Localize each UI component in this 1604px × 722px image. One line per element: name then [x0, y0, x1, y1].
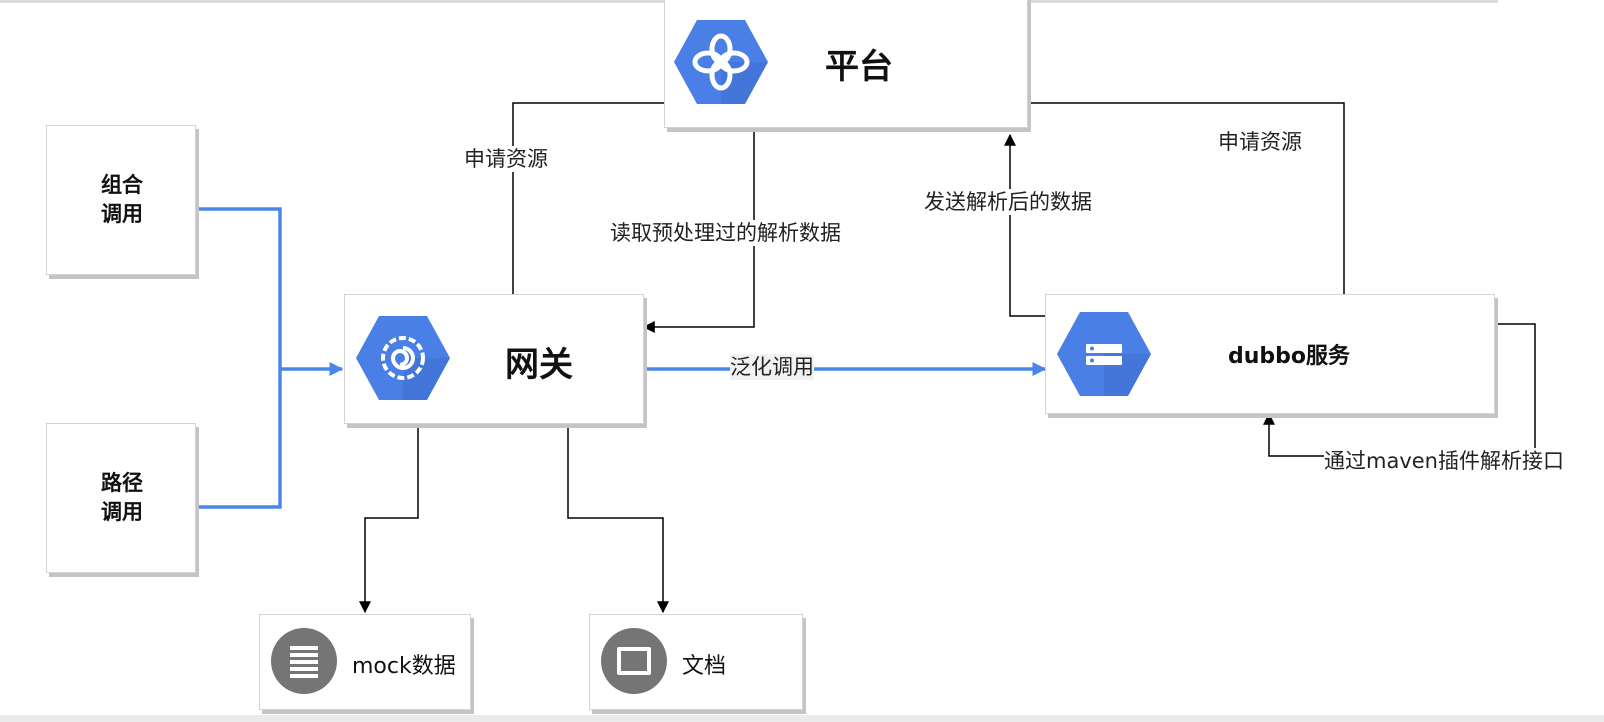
- combo-call-label: 组合 调用: [47, 171, 197, 229]
- gateway-node[interactable]: 网关: [344, 294, 644, 424]
- combo-call-node[interactable]: 组合 调用: [46, 125, 196, 275]
- edge-dubbo-apply-resource: [1027, 102, 1345, 294]
- gateway-label: 网关: [505, 345, 573, 385]
- docs-label: 文档: [682, 654, 727, 679]
- edge-label-dubbo-apply: 申请资源: [1218, 129, 1302, 155]
- edge-path-to-gateway: [196, 369, 282, 509]
- edge-combo-to-gateway: [196, 207, 282, 369]
- edge-gateway-apply-resource: [512, 102, 664, 294]
- spiral-gear-icon: [356, 316, 450, 400]
- list-icon: [271, 628, 337, 694]
- combo-call-label-line2: 调用: [101, 202, 143, 226]
- path-call-label-line2: 调用: [101, 500, 143, 524]
- path-call-label: 路径 调用: [47, 469, 197, 527]
- cross-petals-icon: [674, 20, 768, 104]
- edge-label-gateway-apply: 申请资源: [464, 146, 548, 172]
- combo-call-label-line1: 组合: [101, 173, 143, 197]
- window-icon: [601, 628, 667, 694]
- edge-label-send-parsed: 发送解析后的数据: [924, 189, 1092, 215]
- dubbo-service-node[interactable]: dubbo服务: [1045, 294, 1495, 414]
- path-call-node[interactable]: 路径 调用: [46, 423, 196, 573]
- edge-label-read-parsed: 读取预处理过的解析数据: [610, 220, 841, 246]
- docs-node[interactable]: 文档: [589, 614, 803, 710]
- platform-label: 平台: [825, 47, 893, 87]
- edge-gateway-to-mock: [359, 424, 419, 614]
- path-call-label-line1: 路径: [101, 471, 143, 495]
- edge-send-parsed-data: [1004, 133, 1045, 317]
- page-frame-bottom: [0, 715, 1604, 722]
- edge-label-maven-parse: 通过maven插件解析接口: [1324, 448, 1564, 474]
- mock-data-label: mock数据: [352, 654, 456, 679]
- edge-gateway-to-docs: [567, 424, 669, 614]
- mock-data-node[interactable]: mock数据: [259, 614, 471, 710]
- dubbo-service-label: dubbo服务: [1228, 344, 1351, 369]
- server-rack-icon: [1057, 312, 1151, 396]
- edge-read-parsed-data: [642, 128, 755, 333]
- platform-node[interactable]: 平台: [664, 0, 1028, 128]
- edge-label-generic-call: 泛化调用: [730, 354, 814, 380]
